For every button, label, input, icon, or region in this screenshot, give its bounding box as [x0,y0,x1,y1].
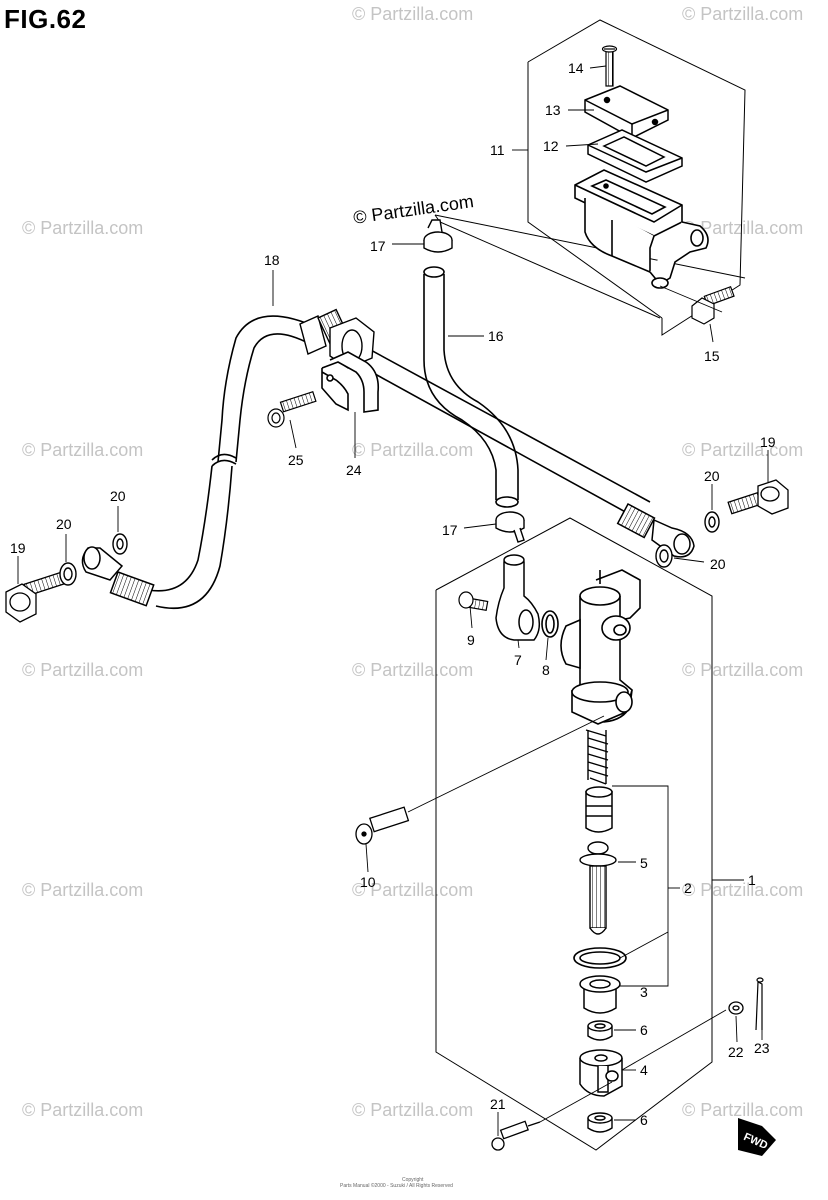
callout-12: 12 [543,138,559,154]
banjo-fitting-left [81,546,155,607]
callout-7: 7 [514,652,522,668]
callout-9: 9 [467,632,475,648]
callout-20-left-upper: 20 [110,488,126,504]
watermark: © Partzilla.com [682,1100,804,1120]
watermark: © Partzilla.com [22,440,144,460]
hose-16 [423,266,519,508]
watermark: © Partzilla.com [682,218,804,238]
callout-20-right-upper: 20 [704,468,720,484]
bolt-10 [355,806,410,845]
watermark: © Partzilla.com [682,440,804,460]
callout-25: 25 [288,452,304,468]
clamp-bracket-24 [321,351,380,413]
callout-13: 13 [545,102,561,118]
piston-cup [585,786,613,833]
clamp-17-top [423,219,453,253]
leader-lines [17,65,769,1136]
watermark: © Partzilla.com [352,660,474,680]
master-cylinder-body [560,569,641,725]
watermark: © Partzilla.com [352,1100,474,1120]
banjo-bolt-19-right [727,479,789,515]
watermark: © Partzilla.com [22,880,144,900]
cotter-pin-23 [755,977,764,1031]
callout-2: 2 [684,880,692,896]
banjo-fitting-right [616,502,695,558]
o-ring-8 [541,610,559,638]
clamp-17-bottom [495,511,525,543]
bolt-25 [267,390,317,428]
callout-17-bottom: 17 [442,522,458,538]
banjo-bolt-19-left [5,571,67,623]
watermark: © Partzilla.com [352,880,474,900]
figure-title: FIG.62 [4,4,87,34]
bolt-15 [691,285,735,325]
callout-24: 24 [346,462,362,478]
callout-8: 8 [542,662,550,678]
callout-20-left-lower: 20 [56,516,72,532]
watermark: © Partzilla.com [22,218,144,238]
callout-15: 15 [704,348,720,364]
watermark: © Partzilla.com [22,1100,144,1120]
callout-6-upper: 6 [640,1022,648,1038]
elbow-fitting-7 [495,554,541,641]
forward-direction-badge: FWD [738,1118,776,1156]
callout-17-top: 17 [370,238,386,254]
callout-11: 11 [490,142,505,158]
callout-16: 16 [488,328,504,344]
master-cylinder-box [435,517,713,1151]
watermark: © Partzilla.com [22,660,144,680]
callout-21: 21 [490,1096,506,1112]
boot-3 [579,975,621,1014]
callout-18: 18 [264,252,280,268]
push-rod-5 [579,841,617,935]
clevis-4 [579,1049,623,1097]
washer-20-right-upper [704,511,720,533]
washer-20-right-lower [655,544,673,568]
copyright-line2: Parts Manual ©2000 - Suzuki / All Rights… [340,1183,453,1189]
callout-22: 22 [728,1044,744,1060]
return-spring [585,729,609,785]
callout-10: 10 [360,874,376,890]
screw-9 [458,591,489,612]
washer-22 [728,1001,744,1015]
pin-21 [491,1120,541,1151]
callout-19-right: 19 [760,434,776,450]
screw-14 [601,45,618,87]
callout-19-left: 19 [10,540,26,556]
watermark: © Partzilla.com [682,4,804,24]
diaphragm-12 [587,129,683,183]
callout-20-right-lower: 20 [710,556,726,572]
callout-1: 1 [748,872,756,888]
reservoir-cap-13 [584,85,669,139]
brake-hose-18 [147,315,651,610]
washer-20-left-lower [59,562,77,586]
watermark: © Partzilla.com [352,4,474,24]
circlip [573,947,627,969]
callout-5: 5 [640,855,648,871]
callout-14: 14 [568,60,584,76]
copyright-line1: Copyright [402,1177,424,1183]
nut-6-lower [587,1112,613,1133]
callout-6-lower: 6 [640,1112,648,1128]
reservoir-body [574,169,709,289]
callout-3: 3 [640,984,648,1000]
callout-23: 23 [754,1040,770,1056]
watermark: © Partzilla.com [352,440,474,460]
nut-6-upper [587,1020,613,1041]
callout-4: 4 [640,1062,648,1078]
washer-20-left-upper [112,533,128,555]
